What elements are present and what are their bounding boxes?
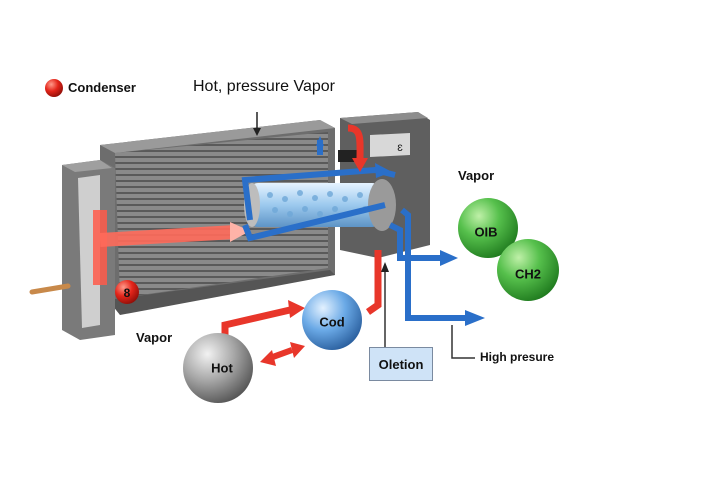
label-high-pressure: High presure bbox=[480, 350, 555, 364]
label-hot-pressure-vapor: Hot, pressure Vapor bbox=[193, 78, 335, 95]
sphere-hot-label: Hot bbox=[211, 360, 233, 376]
port-number: 8 bbox=[124, 286, 131, 300]
pointer-line-high-pressure bbox=[451, 325, 475, 359]
legend-condenser-label: Condenser bbox=[68, 80, 136, 95]
red-flow-valve bbox=[347, 124, 382, 315]
label-vapor-right: Vapor bbox=[458, 168, 495, 183]
sphere-ch2-label: CH2 bbox=[514, 266, 542, 282]
sphere-oib bbox=[458, 198, 518, 258]
sphere-cod bbox=[302, 290, 362, 350]
sphere-oib-label: OIB bbox=[474, 224, 498, 240]
red-dot-icon bbox=[45, 79, 63, 97]
port-8 bbox=[115, 280, 139, 304]
gauge-box bbox=[370, 133, 410, 157]
sphere-ch2 bbox=[497, 239, 559, 301]
copper-pipe bbox=[29, 283, 71, 295]
condenser-unit bbox=[29, 120, 335, 340]
oletion-box: Oletion bbox=[369, 347, 433, 381]
sphere-hot bbox=[183, 333, 253, 403]
hot-flow-path bbox=[93, 210, 250, 304]
label-vapor-bottom: Vapor bbox=[136, 330, 173, 345]
sphere-cod-label: Cod bbox=[319, 314, 345, 330]
gauge-glyph: ɛ bbox=[397, 140, 403, 154]
